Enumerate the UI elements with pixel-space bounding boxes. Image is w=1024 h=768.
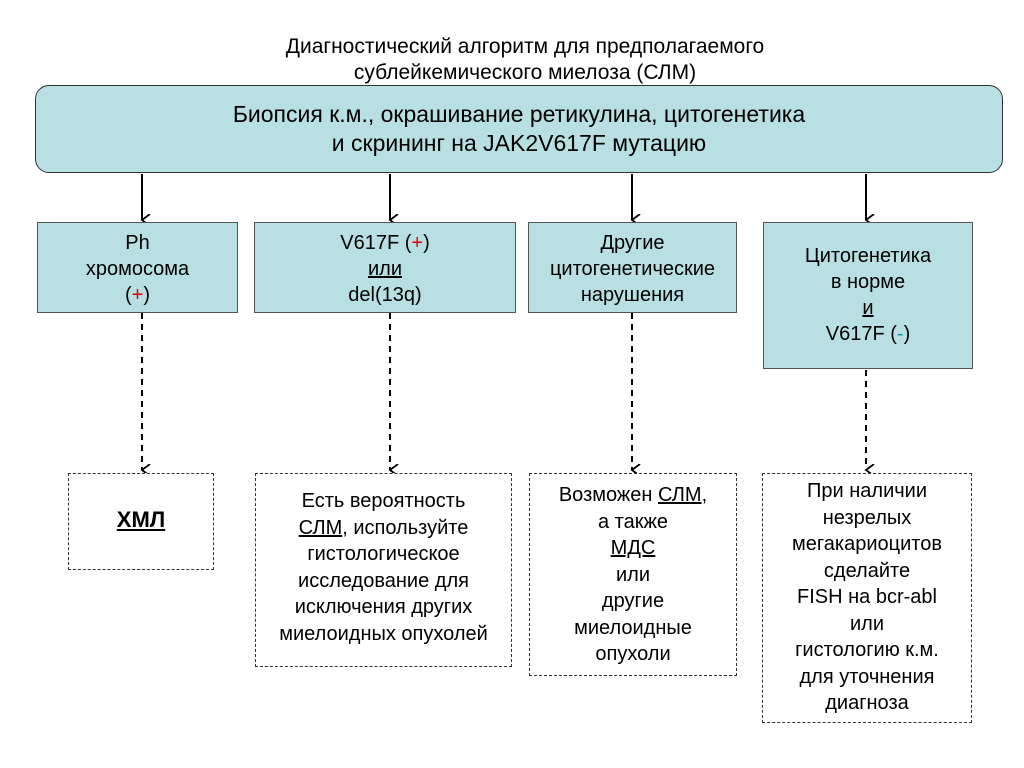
result-slm-line-4: исследование для <box>298 569 469 592</box>
plus-sign: + <box>411 232 424 254</box>
box-other-line-3: нарушения <box>580 284 685 306</box>
v617f-suffix: ) <box>903 323 911 345</box>
result-possible-slm: Есть вероятность СЛМ, используйте гистол… <box>255 473 512 667</box>
box-other-cytogenetic: Другие цитогенетические нарушения <box>528 222 737 313</box>
result-mds-line-5: другие <box>601 590 665 612</box>
result-mega-line-9: диагноза <box>825 692 909 714</box>
result-slm-line-2: СЛМ, используйте <box>256 515 511 542</box>
box-other-line-2: цитогенетические <box>549 258 716 280</box>
result-possible-slm-mds: Возможен СЛМ, а также МДС или другие мие… <box>529 473 737 676</box>
v617f-suffix: ) <box>423 232 430 254</box>
box-ph-chromosome: Ph хромосома (+) <box>37 222 238 313</box>
plus-sign: + <box>131 284 144 306</box>
title-line-1: Диагностический алгоритм для предполагае… <box>285 35 765 58</box>
v617f-prefix: V617F ( <box>825 323 897 345</box>
paren-close: ) <box>143 284 151 306</box>
comma: , <box>701 484 708 506</box>
box-normal-cytogenetics: Цитогенетика в норме и V617F (-) <box>763 222 973 369</box>
box-normal-line-3: и <box>862 297 874 319</box>
minus-sign: - <box>896 323 904 345</box>
result-mega-line-1: При наличии <box>807 480 927 502</box>
paren-open: ( <box>124 284 132 306</box>
title-line-2: сублейкемического миелоза (СЛМ) <box>353 61 697 84</box>
slm-abbrev: СЛМ <box>298 516 343 539</box>
diagram-title: Диагностический алгоритм для предполагае… <box>200 34 850 86</box>
box-normal-line-4: V617F (-) <box>764 321 972 347</box>
result-megakaryocytes: При наличии незрелых мегакариоцитов сдел… <box>762 473 972 723</box>
result-slm-line-5: исключения других <box>294 596 473 618</box>
box-normal-line-1: Цитогенетика <box>804 245 932 267</box>
v617f-prefix: V617F ( <box>340 232 412 254</box>
top-box-biopsy: Биопсия к.м., окрашивание ретикулина, ци… <box>35 85 1003 173</box>
result-mega-line-3: мегакариоцитов <box>792 533 942 555</box>
result-mega-line-8: для уточнения <box>799 665 935 688</box>
result-slm-line-3: гистологическое <box>307 543 460 565</box>
box-other-line-1: Другие <box>600 232 665 254</box>
result-mega-line-2: незрелых <box>822 506 912 529</box>
possible-prefix: Возможен <box>558 484 659 506</box>
result-mega-line-6: или <box>849 612 884 635</box>
box-ph-line-3: (+) <box>38 282 237 308</box>
top-box-line-2: и скрининг на JAK2V617F мутацию <box>331 130 707 156</box>
result-mds-line-4: или <box>615 563 650 586</box>
result-slm-line-1: Есть вероятность <box>301 490 466 512</box>
result-mds-line-6: миелоидные <box>574 616 692 639</box>
box-ph-line-2: хромосома <box>85 258 190 280</box>
result-mega-line-5: FISH на bcr-abl <box>797 586 937 608</box>
result-mds-line-7: опухоли <box>595 643 671 665</box>
result-mega-line-7: гистологию к.м. <box>795 639 939 661</box>
slm-abbrev: СЛМ <box>658 484 702 506</box>
mds-abbrev: МДС <box>610 537 656 559</box>
box-v617f-line-1: V617F (+) <box>255 230 515 256</box>
box-v617f-line-2: или <box>367 258 402 280</box>
top-box-line-1: Биопсия к.м., окрашивание ретикулина, ци… <box>232 101 806 127</box>
result-mds-line-1: Возможен СЛМ, <box>530 482 736 509</box>
result-slm-line-6: миелоидных опухолей <box>279 622 488 645</box>
box-v617f-or-del13q: V617F (+) или del(13q) <box>254 222 516 313</box>
box-normal-line-2: в норме <box>830 271 906 293</box>
result-cml: ХМЛ <box>68 473 214 570</box>
result-cml-text: ХМЛ <box>116 507 166 532</box>
box-ph-line-1: Ph <box>125 232 150 254</box>
slm-line-2-rest: , используйте <box>342 516 469 539</box>
result-mega-line-4: сделайте <box>823 559 911 582</box>
result-mds-line-2: а также <box>598 510 668 533</box>
box-v617f-line-3: del(13q) <box>348 284 422 306</box>
